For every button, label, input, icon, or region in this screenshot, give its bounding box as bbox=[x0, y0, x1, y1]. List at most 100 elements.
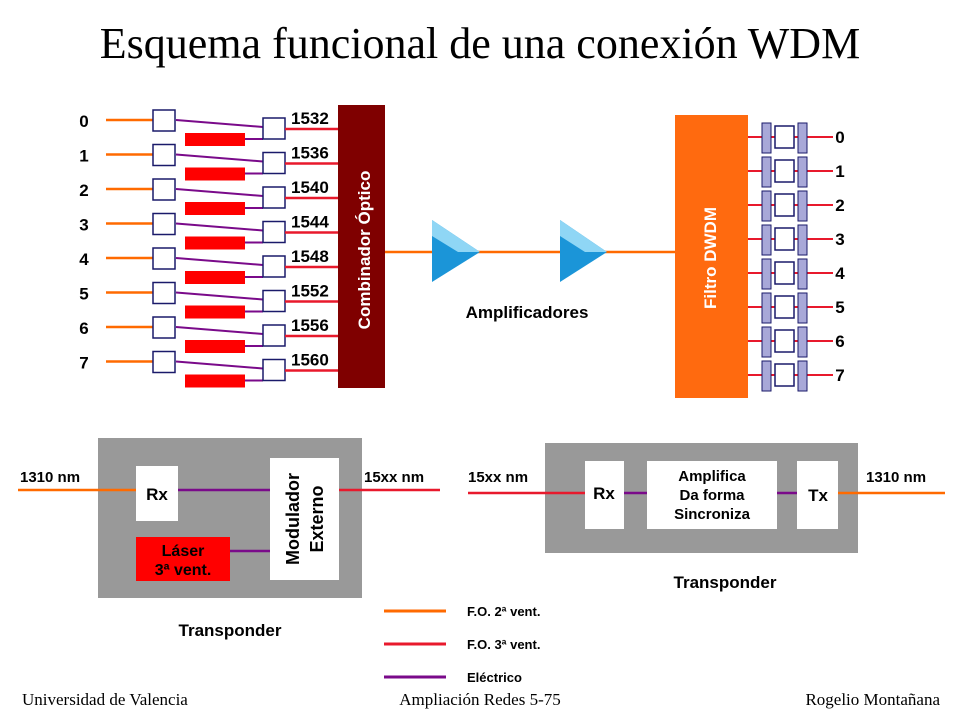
footer-university: Universidad de Valencia bbox=[22, 690, 188, 709]
rx-channel-label: 4 bbox=[835, 264, 845, 283]
dwdm-filter: Filtro DWDM bbox=[675, 115, 748, 398]
rx-channel-2: 2 bbox=[748, 190, 845, 222]
tx-channel-6: 6 1556 bbox=[79, 316, 338, 353]
laser-label-line2: 3ª vent. bbox=[155, 562, 212, 579]
modulator-box bbox=[262, 358, 286, 382]
receiver-box bbox=[152, 281, 176, 305]
filter-element bbox=[761, 224, 772, 256]
legend-item: F.O. 3ª vent. bbox=[384, 637, 540, 652]
filter-label: Filtro DWDM bbox=[701, 207, 720, 309]
modulator-box bbox=[262, 324, 286, 347]
filter-element bbox=[761, 326, 772, 358]
modulator-box bbox=[262, 289, 286, 313]
filter-element bbox=[797, 326, 808, 358]
tx-channel-label: 2 bbox=[79, 181, 88, 200]
tx-channel-2: 2 1540 bbox=[79, 178, 338, 215]
wavelength-label: 1536 bbox=[291, 144, 329, 163]
rx-label: Rx bbox=[146, 485, 168, 504]
receiver-box bbox=[774, 227, 795, 251]
rx-channel-label: 6 bbox=[835, 332, 844, 351]
laser-block bbox=[185, 271, 245, 284]
rx-channel-0: 0 bbox=[748, 122, 845, 154]
rx-channel-6: 6 bbox=[748, 326, 845, 358]
amplifier-1 bbox=[432, 220, 480, 282]
tx-channel-5: 5 1552 bbox=[79, 282, 338, 319]
tx-channel-label: 0 bbox=[79, 112, 88, 131]
wavelength-label: 1552 bbox=[291, 282, 329, 301]
wavelength-label: 1548 bbox=[291, 247, 329, 266]
filter-element bbox=[761, 292, 772, 324]
receiver-box bbox=[774, 329, 795, 353]
wavelength-label: 1556 bbox=[291, 316, 329, 335]
receiver-box bbox=[774, 193, 795, 217]
modulator-box bbox=[262, 186, 286, 209]
legend-item: F.O. 2ª vent. bbox=[384, 604, 540, 619]
amplifiers-label: Amplificadores bbox=[466, 303, 589, 322]
laser-block bbox=[185, 374, 245, 388]
filter-element bbox=[797, 258, 808, 290]
amplifier-2 bbox=[560, 220, 607, 282]
wavelength-label: 1540 bbox=[291, 178, 329, 197]
process-box bbox=[647, 461, 777, 529]
modulator-box bbox=[270, 458, 339, 580]
filter-element bbox=[797, 190, 808, 222]
transponder-right: 15xx nm 1310 nm Rx Amplifica Da forma Si… bbox=[468, 443, 945, 592]
receiver-box bbox=[774, 125, 795, 149]
electric-link bbox=[175, 291, 264, 301]
transponder-left-caption: Transponder bbox=[179, 621, 282, 640]
tx-channel-label: 7 bbox=[79, 354, 88, 373]
tx-channel-label: 5 bbox=[79, 285, 88, 304]
rx-channel-label: 0 bbox=[835, 128, 844, 147]
electric-link bbox=[175, 222, 264, 232]
process-label-line3: Sincroniza bbox=[674, 506, 751, 523]
modulator-box bbox=[262, 220, 286, 244]
modulator-label-line1: Modulador bbox=[283, 473, 303, 565]
legend: F.O. 2ª vent. F.O. 3ª vent. Eléctrico bbox=[384, 604, 540, 685]
electric-link bbox=[175, 119, 264, 128]
electric-link bbox=[175, 326, 264, 335]
modulator-box bbox=[262, 117, 286, 140]
receiver-box bbox=[152, 178, 176, 201]
rx-box bbox=[136, 466, 178, 521]
filter-element bbox=[761, 360, 772, 392]
filter-element bbox=[797, 224, 808, 256]
optical-combiner: Combinador Óptico bbox=[338, 105, 385, 388]
filter-element bbox=[761, 122, 772, 154]
laser-block bbox=[185, 133, 245, 146]
filter-element bbox=[797, 292, 808, 324]
transponder-right-caption: Transponder bbox=[674, 573, 777, 592]
wavelength-label: 1544 bbox=[291, 213, 329, 232]
rx-channel-3: 3 bbox=[748, 224, 845, 256]
receiver-box bbox=[774, 295, 795, 319]
tx-channel-label: 3 bbox=[79, 216, 88, 235]
laser-box bbox=[136, 537, 230, 581]
receiver-box bbox=[774, 261, 795, 285]
filter-element bbox=[761, 156, 772, 188]
modulator-box bbox=[262, 255, 286, 278]
receiver-box bbox=[152, 247, 176, 270]
modulator-label-line2: Externo bbox=[307, 485, 327, 552]
rx-channel-label: 7 bbox=[835, 366, 844, 385]
filter-element bbox=[797, 122, 808, 154]
electric-link bbox=[175, 153, 264, 163]
legend-label: F.O. 2ª vent. bbox=[467, 604, 540, 619]
rx-box bbox=[585, 461, 624, 529]
transponder-left: 1310 nm 15xx nm Rx Láser 3ª vent. Modula… bbox=[18, 438, 440, 640]
legend-item: Eléctrico bbox=[384, 670, 522, 685]
rx-channel-label: 1 bbox=[835, 162, 844, 181]
process-label-line2: Da forma bbox=[679, 487, 745, 504]
laser-label-line1: Láser bbox=[162, 543, 205, 560]
transponder-left-in-label: 1310 nm bbox=[20, 469, 80, 486]
rx-channel-label: 2 bbox=[835, 196, 844, 215]
filter-element bbox=[761, 258, 772, 290]
filter-element bbox=[797, 156, 808, 188]
tx-channel-label: 6 bbox=[79, 319, 88, 338]
filter-element bbox=[797, 360, 808, 392]
transponder-right-in-label: 15xx nm bbox=[468, 469, 528, 486]
rx-channel-5: 5 bbox=[748, 292, 845, 324]
